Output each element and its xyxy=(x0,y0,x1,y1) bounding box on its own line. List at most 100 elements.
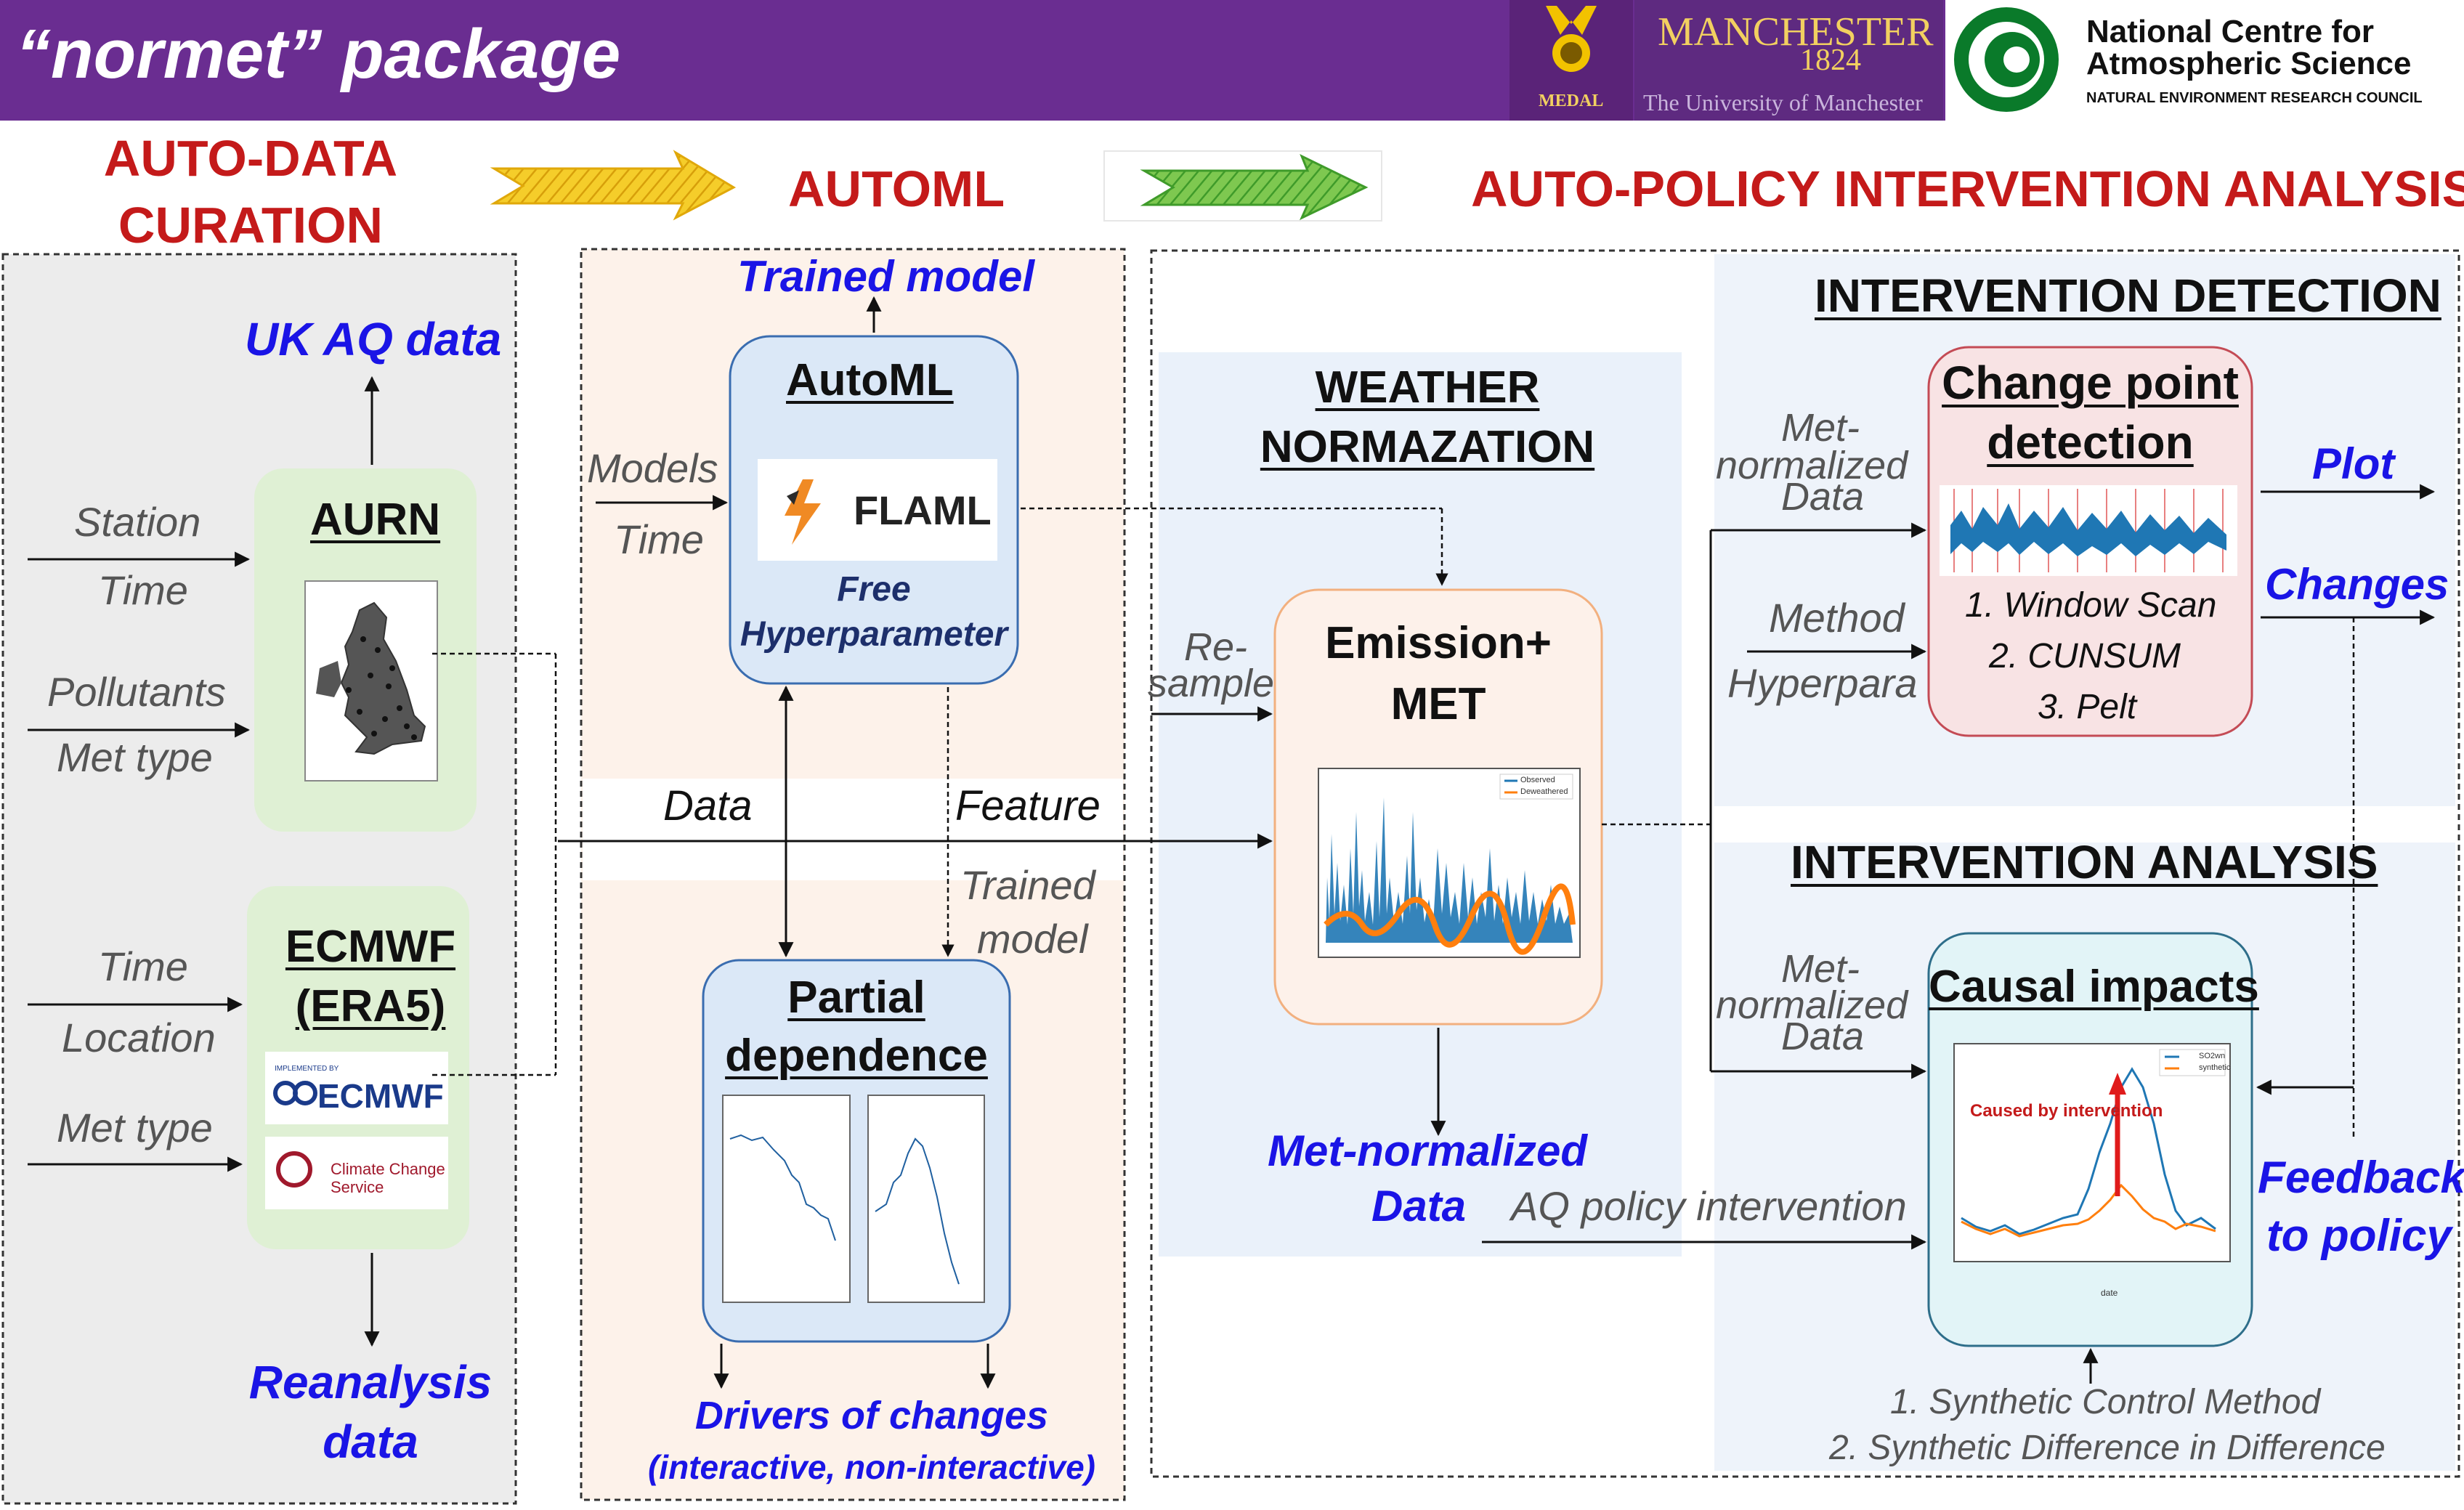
analysis-input-line2: normalized xyxy=(1716,983,1908,1027)
medal-icon xyxy=(1546,6,1597,72)
reanalysis-output-line1: Reanalysis xyxy=(248,1356,493,1408)
detection-input-line2: normalized xyxy=(1716,444,1908,487)
stage-auto-data-line1: AUTO-DATA xyxy=(103,130,398,187)
caused-by-intervention-label: Caused by intervention xyxy=(1970,1101,2163,1121)
trained-model-output: Trained model xyxy=(737,252,1034,301)
curation-panel xyxy=(1,253,517,1505)
causal-impacts-title: Causal impacts xyxy=(1929,962,2259,1012)
resample-line1: Re- xyxy=(1184,625,1248,669)
manchester-logo-bg xyxy=(1634,0,1943,121)
free-label: Free xyxy=(837,570,911,609)
detection-input-line1: Met- xyxy=(1781,406,1860,450)
ecmwf-title-line1: ECMWF xyxy=(285,922,456,972)
detection-input-line3: Data xyxy=(1781,475,1865,519)
emission-met-line1: Emission+ xyxy=(1325,618,1552,668)
automl-panel-gap xyxy=(583,779,1123,880)
medal-label: MEDAL xyxy=(1539,92,1604,110)
medal-logo xyxy=(1539,6,1604,78)
input-pollutants: Pollutants xyxy=(47,669,226,715)
emission-met-line2: MET xyxy=(1390,679,1486,729)
climate-logo-panel xyxy=(265,1137,448,1209)
input-location: Location xyxy=(62,1015,216,1060)
uk-aq-data-output: UK AQ data xyxy=(245,313,502,365)
manchester-name: MANCHESTER xyxy=(1658,9,1934,54)
stage-auto-data-line2: CURATION xyxy=(118,197,384,253)
detection-hyperpara: Hyperpara xyxy=(1727,660,1918,706)
climate-logo-mark xyxy=(276,1151,312,1188)
ecmwf-title-line2: (ERA5) xyxy=(295,981,446,1031)
aurn-title: AURN xyxy=(310,495,441,545)
emission-chart xyxy=(1318,768,1581,958)
weather-title-line2: NORMAZATION xyxy=(1260,422,1595,472)
climate-logo-line1: Climate Change xyxy=(331,1160,445,1178)
drivers-subtitle: (interactive, non-interactive) xyxy=(647,1448,1096,1486)
ncas-line-1: National Centre for xyxy=(2086,14,2375,49)
automl-title: AutoML xyxy=(786,355,954,405)
resample-line2: sample xyxy=(1148,662,1275,705)
plot-output: Plot xyxy=(2312,439,2395,488)
input-met-type-aurn: Met type xyxy=(57,734,213,780)
analysis-method-1: 1. Synthetic Control Method xyxy=(1890,1383,2321,1421)
causal-chart xyxy=(1953,1043,2231,1262)
weather-title-line1: WEATHER xyxy=(1315,362,1540,413)
reanalysis-output-line2: data xyxy=(323,1416,418,1468)
input-time-aurn: Time xyxy=(98,567,188,613)
emission-legend-deweathered: Deweathered xyxy=(1520,787,1568,796)
input-models: Models xyxy=(587,445,718,491)
ncas-logo xyxy=(1948,1,2064,118)
climate-logo-line2: Service xyxy=(331,1178,384,1196)
ecmwf-logo-text: ECMWF xyxy=(317,1077,444,1115)
manchester-year: 1824 xyxy=(1800,44,1861,77)
causal-legend-synthetic: synthetic xyxy=(2199,1063,2231,1072)
data-flow-label: Data xyxy=(663,782,753,829)
flaml-icon xyxy=(785,479,821,545)
changes-output: Changes xyxy=(2265,560,2449,609)
flaml-logo-text: FLAML xyxy=(854,487,992,533)
stage-automl: AUTOML xyxy=(788,161,1005,217)
input-time-ecmwf: Time xyxy=(98,943,188,989)
input-station: Station xyxy=(74,499,201,545)
ncas-line-2: Atmospheric Science xyxy=(2086,46,2412,81)
changepoint-chart xyxy=(1940,485,2237,576)
hyperparameter-label: Hyperparameter xyxy=(739,615,1008,654)
causal-chart-xlabel: date xyxy=(2101,1288,2118,1298)
ncas-line-3: NATURAL ENVIRONMENT RESEARCH COUNCIL xyxy=(2086,90,2423,106)
uk-map xyxy=(304,580,438,782)
feedback-line1: Feedback xyxy=(2258,1153,2464,1203)
stage-auto-policy: AUTO-POLICY INTERVENTION ANALYSIS xyxy=(1471,161,2464,217)
emission-legend-observed: Observed xyxy=(1520,776,1555,784)
page-title: “normet” package xyxy=(16,15,621,93)
analysis-title: INTERVENTION ANALYSIS xyxy=(1791,836,2378,888)
pd-plot-1 xyxy=(722,1095,851,1303)
partial-dependence-line1: Partial xyxy=(787,973,925,1023)
aq-policy-intervention: AQ policy intervention xyxy=(1511,1183,1907,1229)
met-normalized-output-line2: Data xyxy=(1371,1182,1467,1230)
method-cunsum: 2. CUNSUM xyxy=(1989,637,2181,675)
manchester-university: The University of Manchester xyxy=(1643,89,1923,115)
green-stage-arrow xyxy=(1140,153,1369,221)
feedback-line2: to policy xyxy=(2266,1211,2452,1261)
partial-dependence-line2: dependence xyxy=(725,1031,988,1081)
drivers-of-changes: Drivers of changes xyxy=(694,1394,1049,1437)
trained-model-flow-line2: model xyxy=(977,916,1088,962)
pd-plot-2 xyxy=(867,1095,985,1303)
analysis-input-line3: Data xyxy=(1781,1015,1865,1058)
feature-flow-label: Feature xyxy=(955,782,1101,829)
ecmwf-logo-mark xyxy=(273,1081,317,1105)
detection-title: INTERVENTION DETECTION xyxy=(1815,269,2441,322)
input-time-automl: Time xyxy=(614,516,704,562)
method-window-scan: 1. Window Scan xyxy=(1965,586,2217,625)
changepoint-title-line2: detection xyxy=(1987,416,2194,468)
met-normalized-output-line1: Met-normalized xyxy=(1268,1127,1588,1175)
ecmwf-logo-caption: IMPLEMENTED BY xyxy=(275,1065,339,1073)
ncas-swirl-icon xyxy=(1954,7,2059,112)
method-pelt: 3. Pelt xyxy=(2038,688,2137,726)
yellow-stage-arrow xyxy=(490,150,737,221)
trained-model-flow-line1: Trained xyxy=(960,862,1095,908)
changepoint-title-line1: Change point xyxy=(1942,357,2239,409)
analysis-method-2: 2. Synthetic Difference in Difference xyxy=(1829,1429,2386,1467)
detection-method: Method xyxy=(1769,595,1905,641)
causal-legend-so2: SO2wn xyxy=(2199,1052,2226,1060)
input-met-type-ecmwf: Met type xyxy=(57,1105,213,1150)
